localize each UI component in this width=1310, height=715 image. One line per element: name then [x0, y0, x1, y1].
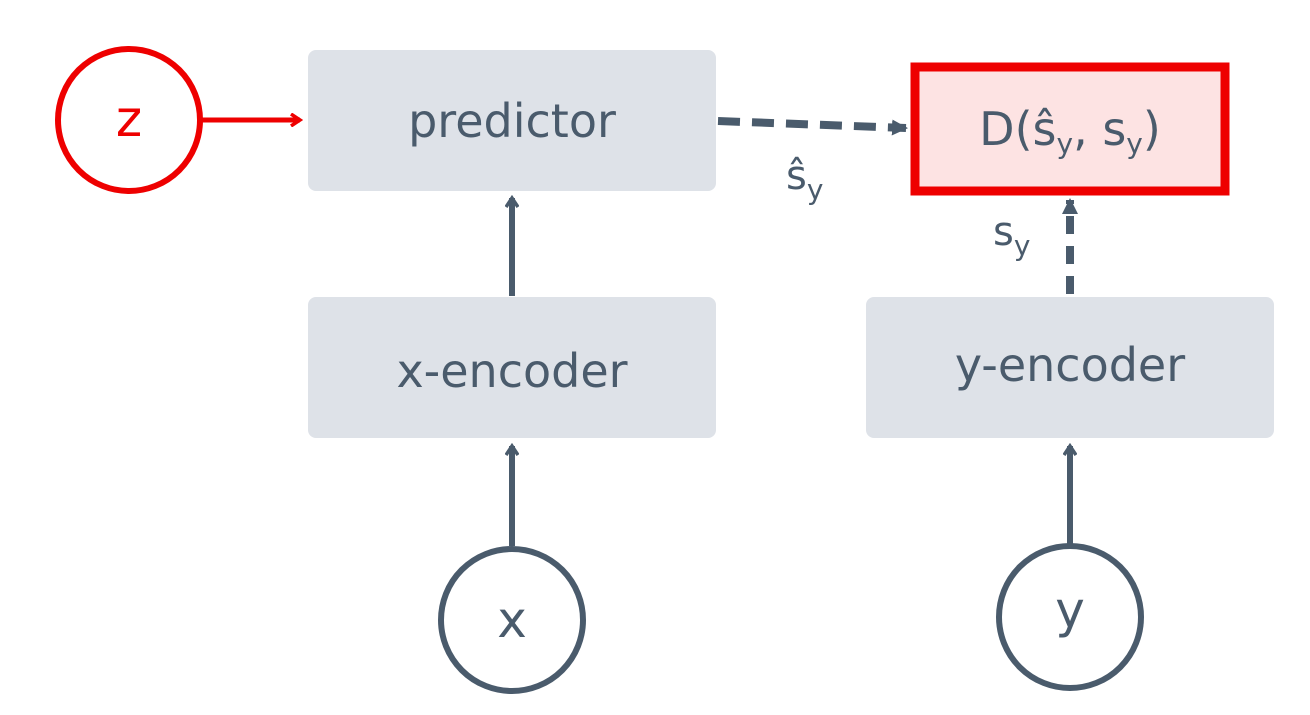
y-node [996, 543, 1144, 691]
loss-label-sub2: y [1126, 127, 1143, 160]
target-embedding-base: s [993, 209, 1014, 255]
target-embedding-sub: y [1014, 229, 1031, 262]
x-encoder-box [308, 297, 716, 438]
z-label: z [116, 90, 142, 148]
loss-box [910, 62, 1230, 196]
predicted-embedding-label: ŝy [786, 153, 823, 206]
predicted-embedding-base: ŝ [786, 153, 807, 199]
y-label: y [1055, 581, 1085, 639]
loss-label-s-hat: ŝ [1033, 102, 1057, 156]
loss-label-s: s [1102, 102, 1126, 156]
x-node [438, 546, 586, 694]
x-encoder-label: x-encoder [396, 344, 627, 398]
loss-label-comma: , [1073, 102, 1102, 156]
loss-label-suffix: ) [1143, 102, 1161, 156]
predictor-box [308, 50, 716, 191]
predicted-embedding-sub: y [807, 173, 824, 206]
loss-label: D(ŝy, sy) [979, 102, 1161, 160]
loss-label-sub1: y [1057, 127, 1074, 160]
y-encoder-label: y-encoder [955, 338, 1185, 392]
predictor-label: predictor [408, 94, 616, 148]
loss-label-prefix: D( [979, 102, 1032, 156]
arrow-predictor-to-loss [717, 117, 908, 136]
y-encoder-box [866, 297, 1274, 438]
target-embedding-label: sy [993, 209, 1030, 262]
x-label: x [497, 591, 527, 649]
